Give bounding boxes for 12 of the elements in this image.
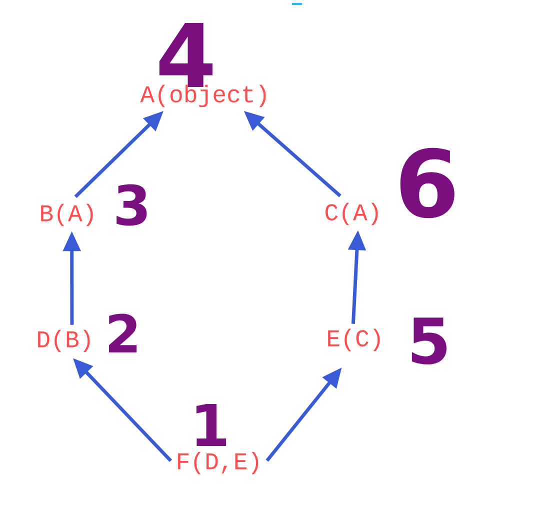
handwritten-number: 1 [196,404,226,446]
handwritten-number: 5 [412,318,447,364]
handwritten-number: 4 [159,23,212,87]
node-label: E(C) [328,328,380,352]
node-label: C(A) [326,202,378,226]
node-label: F(D,E) [178,452,258,474]
node-label: A(object) [140,84,266,108]
handwritten-number: 6 [400,148,454,218]
node-label: D(B) [38,330,90,352]
handwritten-number: 3 [116,184,147,226]
node-label: B(A) [41,204,93,226]
handwritten-number: 2 [109,314,137,352]
